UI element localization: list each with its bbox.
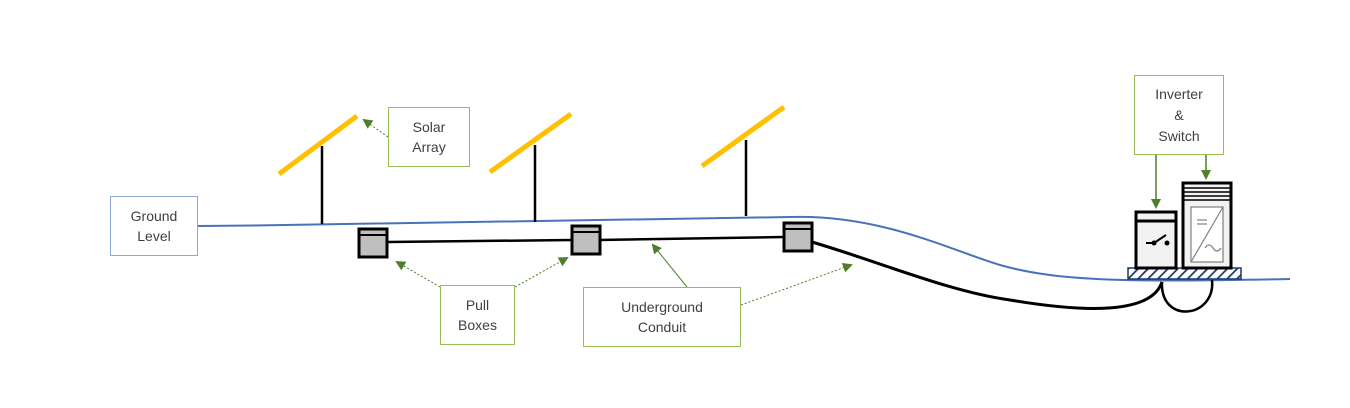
ground-level-label: Ground Level <box>110 196 198 256</box>
inverter <box>1181 181 1233 270</box>
conduit-loop-to-inverter <box>1160 279 1214 313</box>
ground-level-label-line-2: Level <box>137 228 171 244</box>
underground-conduit-label-line-2: Conduit <box>637 319 687 335</box>
solar-array-label-line-2: Array <box>412 139 446 155</box>
pull-box-3 <box>782 221 814 253</box>
conduit-segment-1 <box>387 238 573 244</box>
ground-level-label-line-1: Ground <box>130 208 178 224</box>
inverter-switch-label-line-1: Inverter <box>1155 85 1203 102</box>
pull-boxes-label-line-2: Boxes <box>458 317 497 333</box>
conduit-segment-2 <box>598 235 785 242</box>
disconnect-switch <box>1134 210 1178 270</box>
solar-panel-1 <box>277 113 359 224</box>
arrow-to-solar-panel-1 <box>362 118 389 138</box>
pull-box-icon <box>782 221 814 253</box>
inverter-switch-label: Inverter & Switch <box>1134 75 1224 155</box>
solar-array-label: Solar Array <box>388 107 470 167</box>
solar-panel-icon <box>700 104 786 169</box>
solar-panel-3 <box>700 104 786 216</box>
pull-boxes-label: Pull Boxes <box>440 285 515 345</box>
pull-box-1 <box>357 227 389 259</box>
solar-panel-2 <box>488 111 573 222</box>
underground-conduit-label: Underground Conduit <box>583 287 741 347</box>
pull-box-icon <box>570 224 602 256</box>
inverter-switch-label-line-2: & <box>1174 106 1184 123</box>
arrow-to-pull-box-1 <box>395 260 441 288</box>
arrow-to-conduit-3 <box>740 263 853 306</box>
pull-boxes-label-line-1: Pull <box>465 297 490 313</box>
arrow-to-pull-box-2 <box>514 257 569 288</box>
ground-line <box>197 215 1291 282</box>
underground-conduit-label-line-1: Underground <box>621 299 703 315</box>
pull-box-icon <box>357 227 389 259</box>
conduit-segment-3 <box>811 240 1164 310</box>
solar-panel-icon <box>488 111 573 175</box>
arrow-to-conduit-2 <box>651 243 688 288</box>
solar-array-label-line-1: Solar <box>412 119 446 135</box>
solar-panel-icon <box>277 113 359 177</box>
inverter-switch-label-line-3: Switch <box>1158 127 1200 144</box>
equipment-pad-icon <box>1127 267 1242 280</box>
pull-box-2 <box>570 224 602 256</box>
